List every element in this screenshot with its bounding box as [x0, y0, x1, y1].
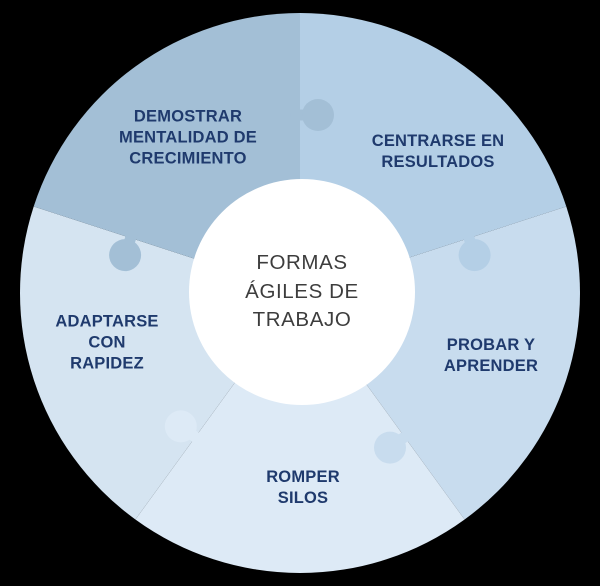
center-hub-circle	[189, 179, 415, 405]
segment-romper-silos	[135, 293, 465, 573]
puzzle-knob-ball	[458, 239, 491, 272]
puzzle-knob-ball	[302, 99, 334, 131]
puzzle-knob-top	[290, 99, 334, 131]
puzzle-knob-ball	[374, 431, 406, 464]
puzzle-knob-ball	[109, 239, 142, 272]
puzzle-knob-bottom-right	[374, 429, 414, 464]
puzzle-knob-right	[458, 228, 491, 272]
puzzle-knob-left	[109, 228, 142, 272]
puzzle-knob-ball	[164, 410, 197, 443]
puzzle-knob-bottom-left	[164, 410, 205, 445]
